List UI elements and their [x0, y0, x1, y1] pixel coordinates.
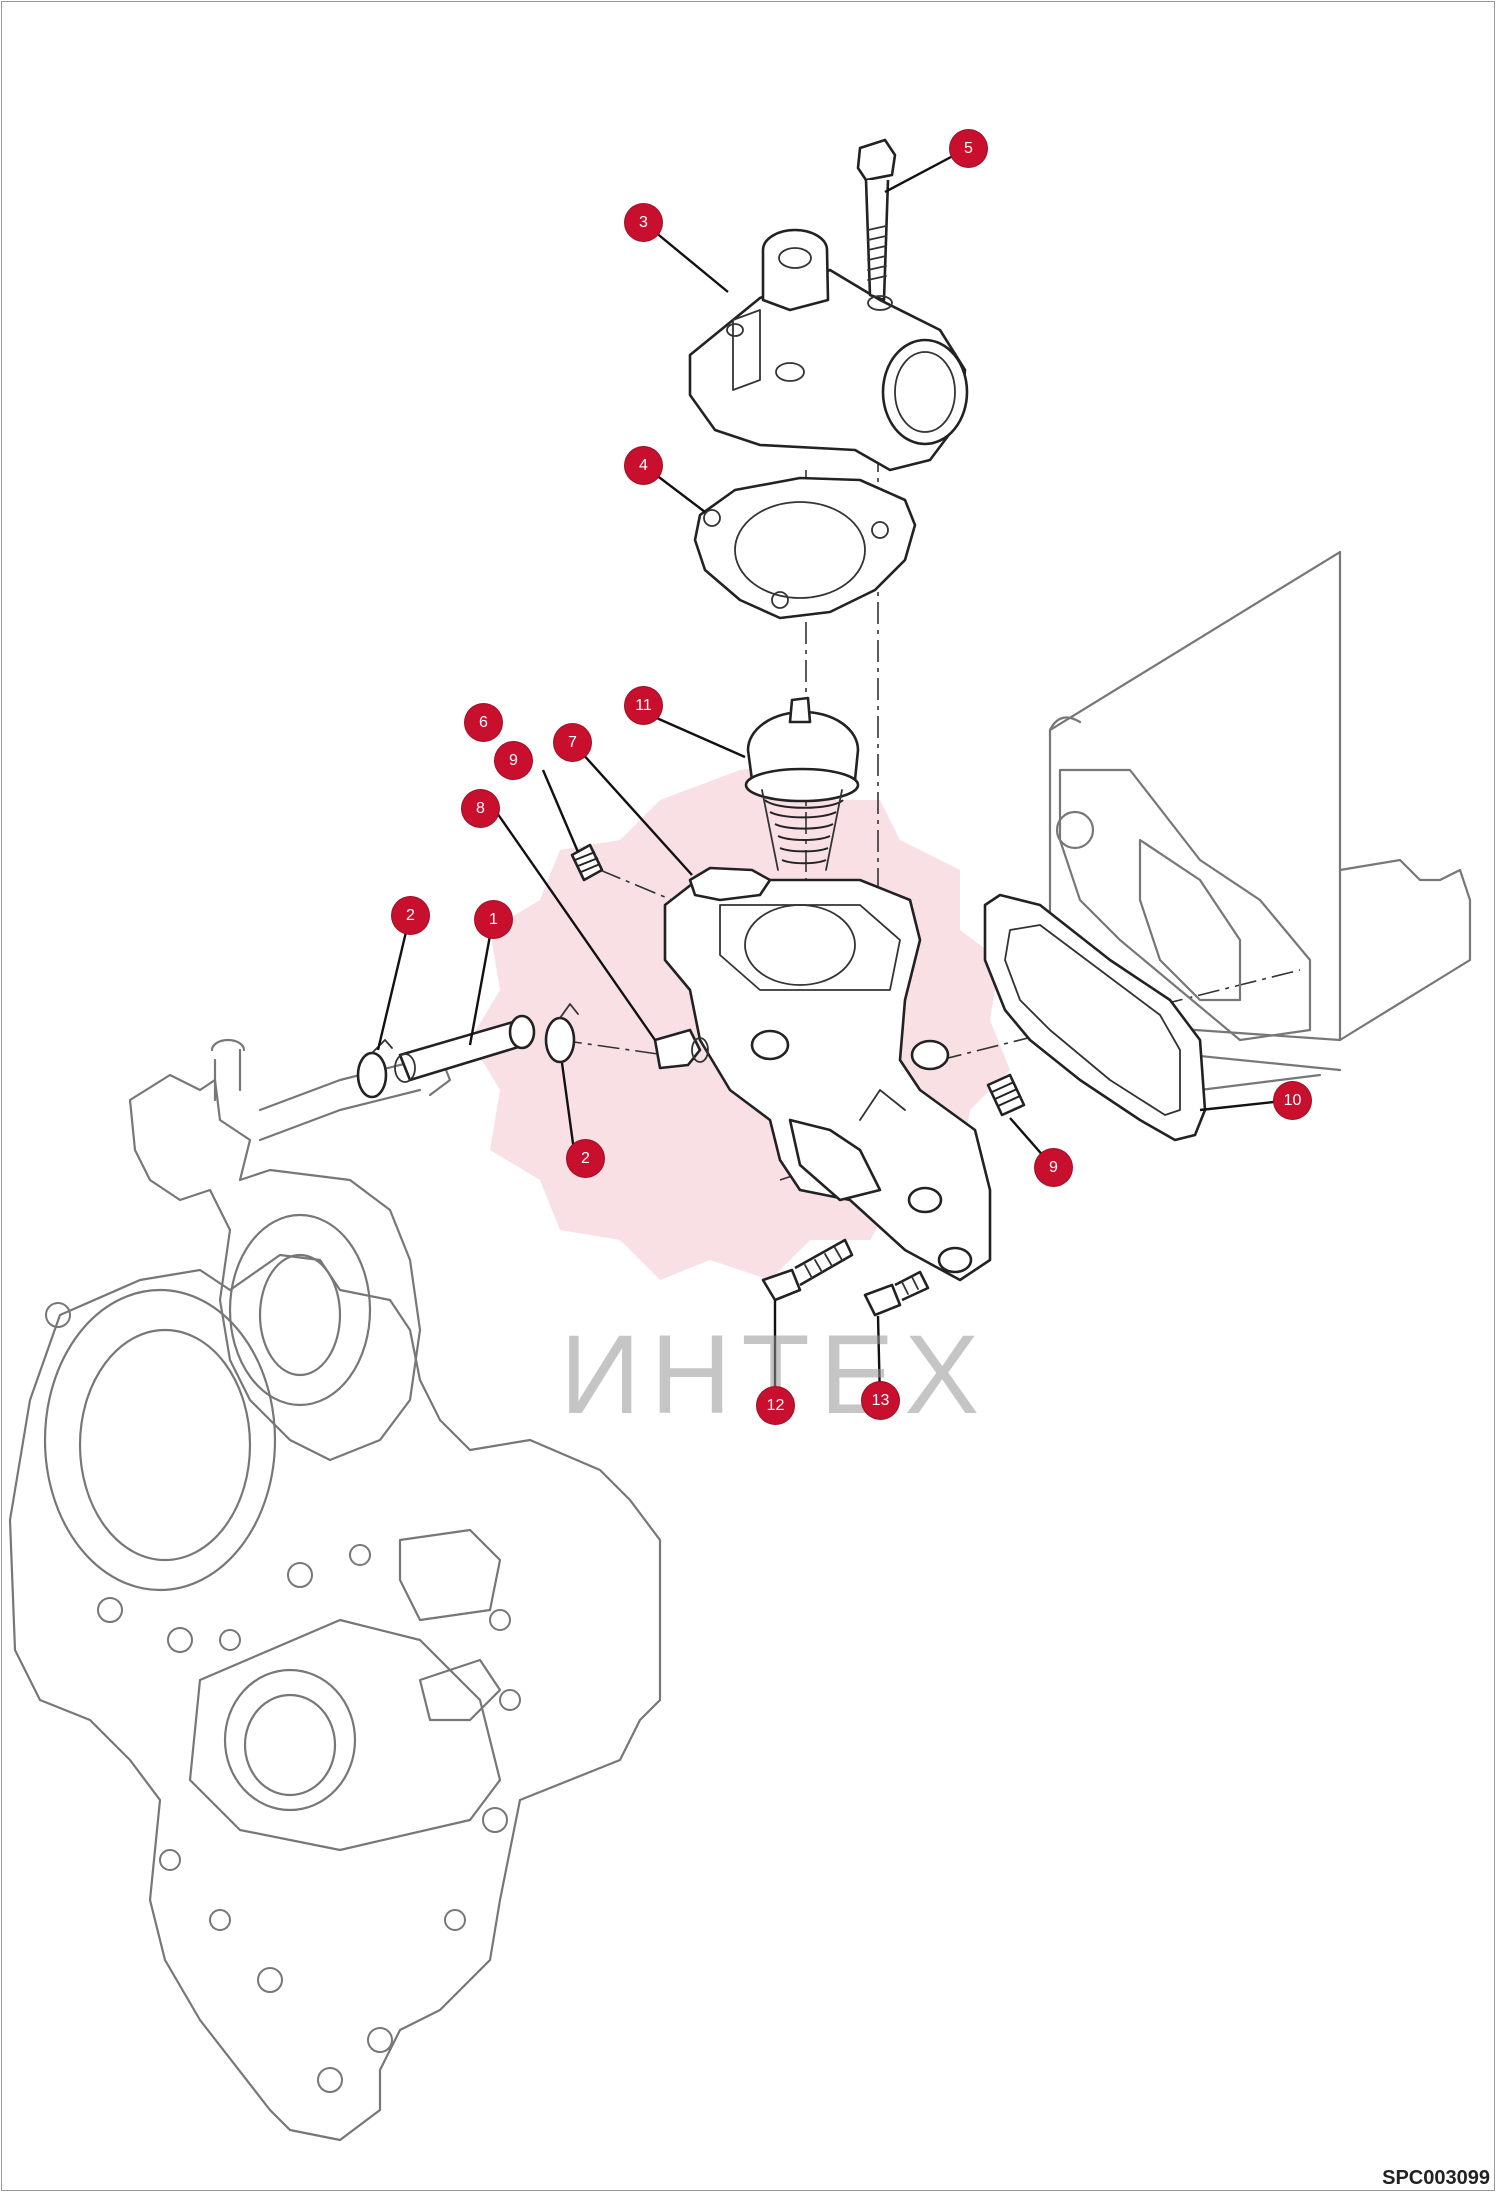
bolt-5: [856, 138, 897, 311]
clamp-2-right: [544, 1003, 579, 1064]
callout-3[interactable]: 3: [625, 204, 662, 241]
callout-11[interactable]: 11: [625, 687, 662, 724]
water-pump-housing: [128, 1038, 452, 1462]
clamp-2-left: [356, 1039, 393, 1099]
callout-2-left[interactable]: 2: [392, 897, 429, 934]
plug-9-upper: [570, 843, 604, 882]
hose-1: [394, 1014, 536, 1083]
callout-4[interactable]: 4: [625, 447, 662, 484]
callout-1[interactable]: 1: [475, 901, 512, 938]
callout-9-upper[interactable]: 9: [495, 742, 532, 779]
callout-13[interactable]: 13: [862, 1382, 899, 1419]
gear-case: [8, 1253, 662, 2142]
callout-8[interactable]: 8: [462, 790, 499, 827]
callout-12[interactable]: 12: [757, 1387, 794, 1424]
callout-6[interactable]: 6: [465, 704, 502, 741]
drawing-code: SPC003099: [1382, 2167, 1490, 2189]
cylinder-block: [1038, 550, 1472, 1092]
callout-9-lower[interactable]: 9: [1035, 1149, 1072, 1186]
callout-7[interactable]: 7: [554, 724, 591, 761]
plug-9-lower: [986, 1073, 1026, 1117]
fitting-8: [653, 1028, 709, 1070]
gasket-10: [983, 893, 1207, 1142]
bolt-12: [761, 1238, 854, 1302]
callout-10[interactable]: 10: [1274, 1082, 1311, 1119]
thermostat-housing: [663, 868, 992, 1282]
gasket-7: [688, 866, 772, 902]
leader-lines: [376, 146, 1293, 1405]
bolt-13: [863, 1270, 930, 1317]
gasket-4: [693, 476, 917, 620]
thermostat-11: [744, 696, 860, 871]
thermostat-cover: [688, 228, 969, 472]
callout-5[interactable]: 5: [950, 130, 987, 167]
callout-2-right[interactable]: 2: [567, 1140, 604, 1177]
